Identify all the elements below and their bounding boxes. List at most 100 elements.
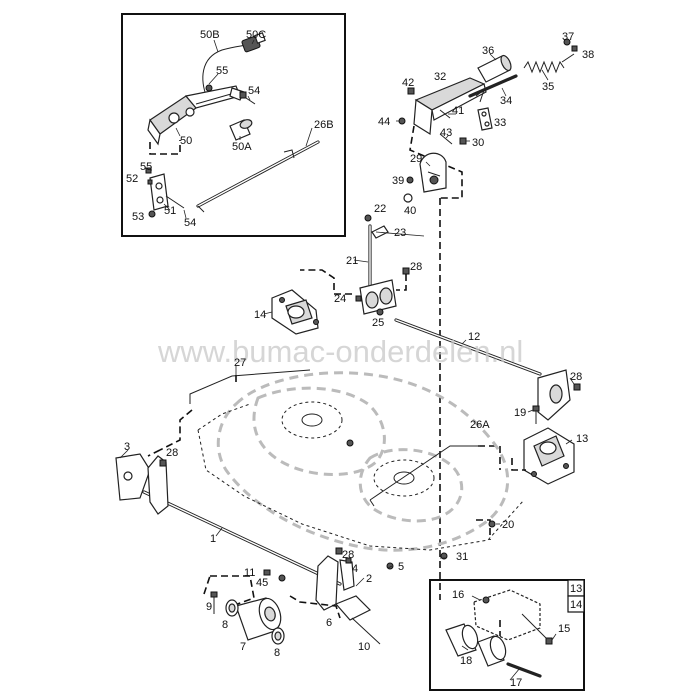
dash-wheels <box>203 575 341 619</box>
dash-24 <box>300 269 352 295</box>
callout-30: 30 <box>472 137 484 149</box>
leader-lines <box>119 39 575 681</box>
callout-20: 20 <box>502 519 514 531</box>
inset-tag-bottom-box <box>567 595 585 613</box>
callout-55b: 55 <box>140 161 152 173</box>
bolt-25 <box>376 308 384 316</box>
callout-labels: 50B 50C 55 54 50 50A 26B 55 52 51 53 54 … <box>124 29 594 689</box>
axle-12 <box>394 318 542 376</box>
roller-18-b <box>477 635 507 667</box>
connector-50c <box>241 32 266 53</box>
bracket-29 <box>419 152 447 193</box>
callout-21: 21 <box>346 255 358 267</box>
bracket-3 <box>115 453 151 501</box>
grip-36 <box>477 54 512 83</box>
callout-5: 5 <box>398 561 404 573</box>
nut-55-upper <box>205 84 213 92</box>
bolt-15-head <box>545 637 553 645</box>
inset-actuator <box>121 13 346 237</box>
bolt-9-head <box>210 591 218 598</box>
callout-25: 25 <box>372 317 384 329</box>
bolt-19-head <box>532 405 540 412</box>
callout-53: 53 <box>132 211 144 223</box>
callout-28d: 28 <box>342 549 354 561</box>
arm-left <box>147 455 169 515</box>
screw-52 <box>147 179 153 185</box>
pin-24 <box>355 295 362 302</box>
bolt-43 <box>439 133 453 145</box>
lever-assembly <box>398 38 578 600</box>
callout-3: 3 <box>124 441 130 453</box>
front-axle-1 <box>142 490 342 586</box>
callout-19: 19 <box>514 407 526 419</box>
callout-50a: 50A <box>232 141 252 153</box>
callout-50: 50 <box>180 135 192 147</box>
clip-40 <box>403 193 413 203</box>
bracket-51 <box>149 173 185 211</box>
callout-55a: 55 <box>216 65 228 77</box>
dash-lever-a <box>409 125 463 199</box>
pin-37 <box>563 38 571 46</box>
callout-42: 42 <box>402 77 414 89</box>
callout-36: 36 <box>482 45 494 57</box>
callout-8b: 8 <box>274 647 280 659</box>
rod-26a <box>369 445 480 507</box>
lift-shaft-group <box>300 214 410 316</box>
callout-27: 27 <box>234 357 246 369</box>
actuator-50 <box>147 85 245 146</box>
inset-tag-bottom: 14 <box>570 599 582 611</box>
bolt-11 <box>263 569 271 576</box>
link-34 <box>468 74 518 98</box>
callout-38: 38 <box>582 49 594 61</box>
callout-34: 34 <box>500 95 512 107</box>
callout-8a: 8 <box>222 619 228 631</box>
inset-tag-top: 13 <box>570 583 582 595</box>
nut-45 <box>278 574 286 582</box>
callout-12: 12 <box>468 331 480 343</box>
callout-13: 13 <box>576 433 588 445</box>
nut-31 <box>440 552 448 560</box>
callout-6: 6 <box>326 617 332 629</box>
callout-45: 45 <box>256 577 268 589</box>
bracket-2 <box>315 555 339 611</box>
callout-32: 32 <box>434 71 446 83</box>
callout-54a: 54 <box>248 85 260 97</box>
inset-actuator-frame <box>121 13 346 237</box>
callout-54b: 54 <box>184 217 196 229</box>
link-34-hook <box>475 88 485 103</box>
knob-50a <box>229 119 253 141</box>
washer-5 <box>386 562 394 570</box>
roller-18-a <box>445 623 479 657</box>
callout-11: 11 <box>244 567 255 579</box>
nut-55-lower <box>145 167 152 174</box>
bolt-15 <box>521 613 549 641</box>
dash-13 <box>511 458 526 471</box>
lever-32 <box>413 77 487 136</box>
bolt-30 <box>459 137 467 145</box>
callout-40: 40 <box>404 205 416 217</box>
callout-50c: 50C <box>246 29 266 41</box>
callout-33: 33 <box>494 117 506 129</box>
callout-7: 7 <box>240 641 246 653</box>
nut-38 <box>571 45 578 52</box>
shaft-bracket <box>359 279 397 315</box>
callout-52: 52 <box>126 173 138 185</box>
rod-27 <box>189 369 311 404</box>
dash-28a <box>396 274 407 291</box>
callout-28c: 28 <box>166 447 178 459</box>
bolt-41 <box>439 109 451 119</box>
callout-37: 37 <box>562 31 574 43</box>
axle-17 <box>506 662 542 678</box>
callout-26a: 26A <box>470 419 490 431</box>
spring-35 <box>523 53 575 74</box>
callout-4: 4 <box>352 563 358 575</box>
dash-27 <box>159 374 237 451</box>
rod-26b <box>196 140 320 213</box>
callout-28b: 28 <box>570 371 582 383</box>
bolt-54-upper <box>239 91 256 105</box>
callout-22: 22 <box>374 203 386 215</box>
callout-29: 29 <box>410 153 422 165</box>
callout-23: 23 <box>394 227 406 239</box>
callout-35: 35 <box>542 81 554 93</box>
plate-33 <box>477 107 493 131</box>
